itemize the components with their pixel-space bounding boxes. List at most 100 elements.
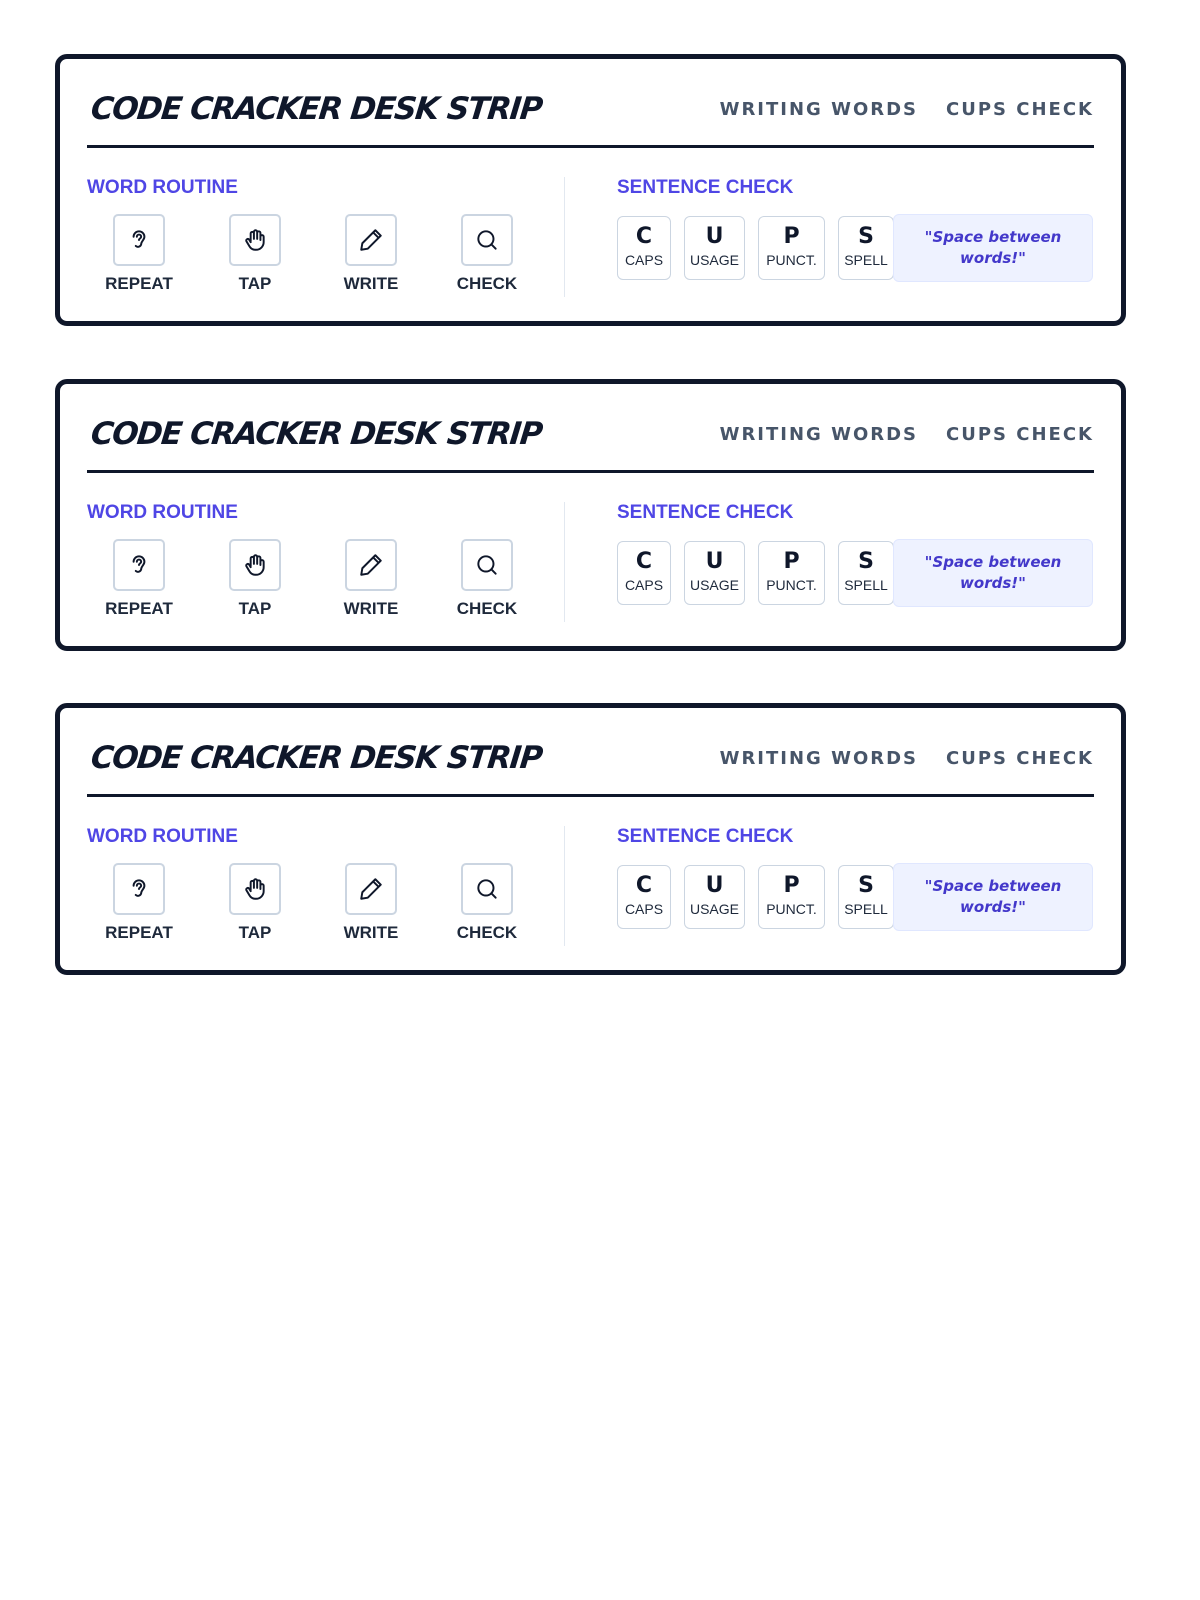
- tag-writing-words: WRITING WORDS: [719, 424, 919, 445]
- card-header: CODE CRACKER DESK STRIP WRITING WORDS CU…: [87, 412, 1094, 473]
- key-label: SPELL: [844, 577, 888, 593]
- magnifier-icon: [461, 863, 513, 915]
- key-letter: C: [635, 549, 653, 574]
- cups-key-u: U USAGE: [684, 541, 745, 605]
- cups-key-p: P PUNCT.: [758, 541, 825, 605]
- key-letter: S: [858, 224, 874, 249]
- desk-strip-card: CODE CRACKER DESK STRIP WRITING WORDS CU…: [55, 379, 1126, 651]
- card-header: CODE CRACKER DESK STRIP WRITING WORDS CU…: [87, 736, 1094, 797]
- key-label: PUNCT.: [766, 252, 817, 268]
- magnifier-icon: [461, 539, 513, 591]
- header-tags: WRITING WORDS CUPS CHECK: [720, 99, 1094, 120]
- cups-key-s: S SPELL: [838, 865, 894, 929]
- key-letter: S: [858, 549, 874, 574]
- tag-cups-check: CUPS CHECK: [946, 424, 1094, 445]
- pencil-icon: [345, 863, 397, 915]
- tag-writing-words: WRITING WORDS: [719, 99, 919, 120]
- step-label: WRITE: [343, 923, 399, 942]
- header-tags: WRITING WORDS CUPS CHECK: [720, 424, 1094, 445]
- step-write: WRITE: [321, 863, 421, 943]
- step-write: WRITE: [321, 539, 421, 619]
- key-label: SPELL: [844, 901, 888, 917]
- key-label: CAPS: [624, 252, 664, 268]
- step-label: TAP: [238, 923, 272, 942]
- cups-key-p: P PUNCT.: [758, 216, 825, 280]
- section-divider: [564, 502, 565, 622]
- hand-icon: [229, 214, 281, 266]
- step-tap: TAP: [205, 214, 305, 294]
- card-title: CODE CRACKER DESK STRIP: [89, 91, 544, 127]
- step-check: CHECK: [437, 539, 537, 619]
- tag-cups-check: CUPS CHECK: [946, 99, 1094, 120]
- key-letter: U: [705, 873, 724, 898]
- step-label: REPEAT: [105, 923, 173, 942]
- step-check: CHECK: [437, 863, 537, 943]
- step-repeat: REPEAT: [89, 863, 189, 943]
- ear-icon: [113, 863, 165, 915]
- tip-callout: "Space between words!": [893, 539, 1093, 607]
- step-label: TAP: [238, 599, 272, 618]
- section-divider: [564, 826, 565, 946]
- key-label: CAPS: [624, 577, 664, 593]
- step-tap: TAP: [205, 863, 305, 943]
- magnifier-icon: [461, 214, 513, 266]
- word-routine-label: WORD ROUTINE: [87, 177, 238, 198]
- key-label: CAPS: [624, 901, 664, 917]
- step-tap: TAP: [205, 539, 305, 619]
- key-letter: S: [858, 873, 874, 898]
- pencil-icon: [345, 214, 397, 266]
- word-routine-label: WORD ROUTINE: [87, 826, 238, 847]
- hand-icon: [229, 863, 281, 915]
- step-label: CHECK: [456, 923, 518, 942]
- cups-key-c: C CAPS: [617, 865, 671, 929]
- cups-key-s: S SPELL: [838, 541, 894, 605]
- ear-icon: [113, 214, 165, 266]
- desk-strip-card: CODE CRACKER DESK STRIP WRITING WORDS CU…: [55, 54, 1126, 326]
- key-letter: P: [783, 224, 800, 249]
- card-header: CODE CRACKER DESK STRIP WRITING WORDS CU…: [87, 87, 1094, 148]
- header-tags: WRITING WORDS CUPS CHECK: [720, 748, 1094, 769]
- cups-key-s: S SPELL: [838, 216, 894, 280]
- key-label: USAGE: [689, 577, 739, 593]
- key-label: PUNCT.: [766, 577, 817, 593]
- step-label: REPEAT: [105, 274, 173, 293]
- cups-key-c: C CAPS: [617, 541, 671, 605]
- key-letter: U: [705, 224, 724, 249]
- tip-callout: "Space between words!": [893, 863, 1093, 931]
- key-letter: P: [783, 873, 800, 898]
- step-label: REPEAT: [105, 599, 173, 618]
- section-divider: [564, 177, 565, 297]
- step-write: WRITE: [321, 214, 421, 294]
- cups-key-u: U USAGE: [684, 216, 745, 280]
- step-repeat: REPEAT: [89, 214, 189, 294]
- tip-callout: "Space between words!": [893, 214, 1093, 282]
- tag-cups-check: CUPS CHECK: [946, 748, 1094, 769]
- step-label: WRITE: [343, 274, 399, 293]
- key-letter: U: [705, 549, 724, 574]
- step-label: TAP: [238, 274, 272, 293]
- key-label: USAGE: [689, 252, 739, 268]
- key-label: SPELL: [844, 252, 888, 268]
- key-letter: P: [783, 549, 800, 574]
- tag-writing-words: WRITING WORDS: [719, 748, 919, 769]
- card-title: CODE CRACKER DESK STRIP: [89, 740, 544, 776]
- sentence-check-label: SENTENCE CHECK: [617, 826, 794, 847]
- sentence-check-label: SENTENCE CHECK: [617, 177, 794, 198]
- step-repeat: REPEAT: [89, 539, 189, 619]
- desk-strip-card: CODE CRACKER DESK STRIP WRITING WORDS CU…: [55, 703, 1126, 975]
- word-routine-label: WORD ROUTINE: [87, 502, 238, 523]
- cups-key-u: U USAGE: [684, 865, 745, 929]
- step-check: CHECK: [437, 214, 537, 294]
- key-label: PUNCT.: [766, 901, 817, 917]
- key-letter: C: [635, 224, 653, 249]
- hand-icon: [229, 539, 281, 591]
- cups-key-c: C CAPS: [617, 216, 671, 280]
- card-title: CODE CRACKER DESK STRIP: [89, 416, 544, 452]
- step-label: WRITE: [343, 599, 399, 618]
- step-label: CHECK: [456, 274, 518, 293]
- pencil-icon: [345, 539, 397, 591]
- key-letter: C: [635, 873, 653, 898]
- sentence-check-label: SENTENCE CHECK: [617, 502, 794, 523]
- step-label: CHECK: [456, 599, 518, 618]
- cups-key-p: P PUNCT.: [758, 865, 825, 929]
